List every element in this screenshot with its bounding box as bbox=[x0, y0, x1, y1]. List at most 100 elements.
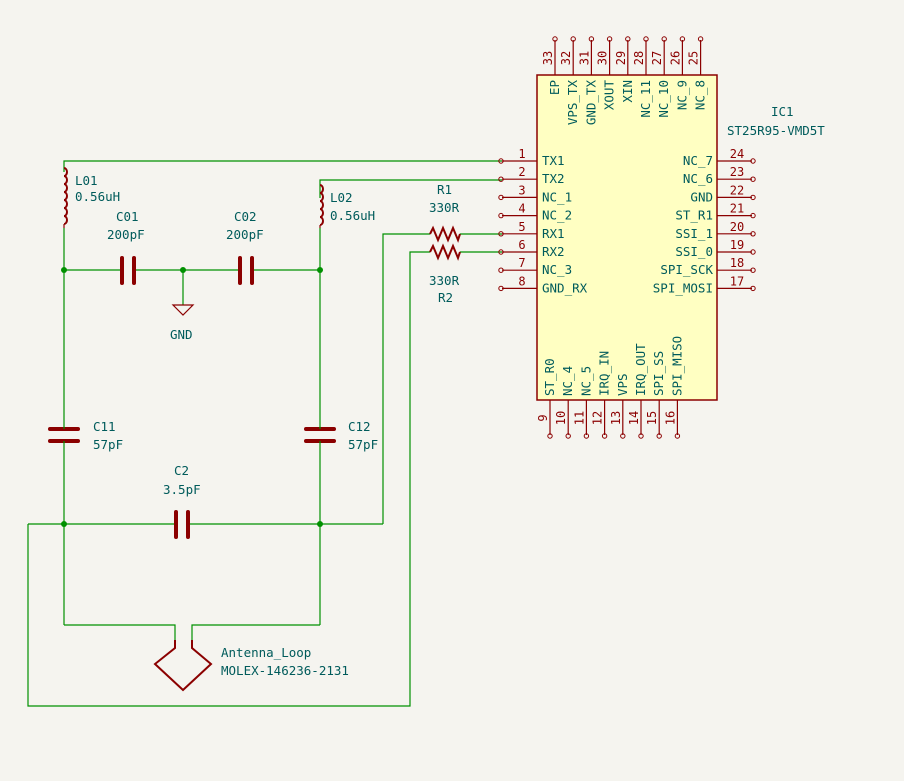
ic-pin-end-1[interactable] bbox=[498, 158, 504, 164]
ic-pin-name-13: VPS bbox=[615, 373, 630, 396]
ic-pin-name-30: XOUT bbox=[602, 80, 617, 111]
ic-pin-name-9: ST_R0 bbox=[542, 358, 557, 396]
ic-pin-end-14[interactable] bbox=[638, 433, 644, 439]
ic-pin-name-27: NC_10 bbox=[656, 80, 671, 118]
ic-pin-end-27[interactable] bbox=[661, 36, 667, 42]
ic-pin-end-25[interactable] bbox=[697, 36, 704, 42]
ic-pin-end-10[interactable] bbox=[565, 433, 571, 439]
capacitor-c2[interactable]: C2 3.5pF bbox=[163, 463, 201, 539]
ic-pin-name-11: NC_5 bbox=[578, 366, 593, 396]
ic-pin-end-3[interactable] bbox=[498, 194, 504, 201]
ic-pin-num-21: 21 bbox=[730, 202, 744, 216]
ic-pin-num-25: 25 bbox=[687, 51, 701, 65]
ic-pin-end-28[interactable] bbox=[643, 36, 649, 42]
ic-pin-num-1: 1 bbox=[518, 147, 525, 161]
ic-pin-name-22: GND bbox=[690, 189, 713, 204]
r2-value: 330R bbox=[429, 273, 460, 288]
capacitor-c11[interactable]: C11 57pF bbox=[48, 419, 123, 452]
ic-pin-end-24[interactable] bbox=[750, 158, 756, 164]
ic-pin-end-31[interactable] bbox=[588, 36, 595, 42]
antenna-loop[interactable]: Antenna_Loop MOLEX-146236-2131 bbox=[153, 640, 349, 692]
ic-pin-name-12: IRQ_IN bbox=[597, 351, 612, 396]
ic-pin-end-33[interactable] bbox=[552, 36, 558, 42]
resistor-r2[interactable]: 330R R2 bbox=[429, 243, 461, 305]
ic-pin-end-26[interactable] bbox=[679, 36, 686, 42]
ic-pin-name-8: GND_RX bbox=[542, 280, 588, 295]
ic-pin-end-16[interactable] bbox=[674, 433, 681, 439]
ic-pin-end-21[interactable] bbox=[750, 212, 756, 219]
ic-pin-num-2: 2 bbox=[518, 165, 525, 179]
c02-ref: C02 bbox=[234, 209, 257, 224]
r2-ref: R2 bbox=[438, 290, 453, 305]
ic1-value: ST25R95-VMD5T bbox=[727, 123, 825, 138]
ic-pin-num-11: 11 bbox=[572, 411, 586, 425]
ic-pin-name-15: SPI_SS bbox=[651, 351, 666, 396]
ic-pin-end-22[interactable] bbox=[750, 194, 756, 201]
ic-pin-end-23[interactable] bbox=[750, 176, 756, 182]
ic-pin-num-13: 13 bbox=[609, 411, 623, 425]
ic-pin-end-4[interactable] bbox=[498, 212, 504, 219]
ic-pin-end-11[interactable] bbox=[583, 433, 590, 439]
ic-pin-name-3: NC_1 bbox=[542, 189, 572, 204]
ic-pin-end-20[interactable] bbox=[750, 231, 756, 237]
c01-ref: C01 bbox=[116, 209, 139, 224]
ic-pin-end-6[interactable] bbox=[498, 249, 504, 255]
l02-ref: L02 bbox=[330, 190, 353, 205]
c12-value: 57pF bbox=[348, 437, 378, 452]
c02-value: 200pF bbox=[226, 227, 264, 242]
ic-pin-num-18: 18 bbox=[730, 256, 744, 270]
l01-value: 0.56uH bbox=[75, 189, 120, 204]
ic-pin-end-5[interactable] bbox=[498, 231, 504, 237]
gnd-label: GND bbox=[170, 327, 193, 342]
ic-pin-end-29[interactable] bbox=[625, 36, 631, 42]
ic-pin-num-19: 19 bbox=[730, 238, 744, 252]
c2-ref: C2 bbox=[174, 463, 189, 478]
ic-pin-name-29: XIN bbox=[620, 80, 635, 103]
inductor-l01[interactable]: L01 0.56uH bbox=[63, 167, 120, 228]
ic-pin-num-23: 23 bbox=[730, 165, 744, 179]
capacitor-c01[interactable]: C01 200pF bbox=[107, 209, 145, 285]
ic1-ref: IC1 bbox=[771, 104, 794, 119]
ic-pin-name-19: SSI_0 bbox=[675, 244, 713, 259]
capacitor-c12[interactable]: C12 57pF bbox=[304, 419, 378, 452]
capacitor-c02[interactable]: C02 200pF bbox=[226, 209, 264, 285]
ic-pin-end-19[interactable] bbox=[750, 249, 756, 255]
ic-pin-name-1: TX1 bbox=[542, 153, 565, 168]
antenna-value: MOLEX-146236-2131 bbox=[221, 663, 349, 678]
ic-pin-end-7[interactable] bbox=[498, 267, 504, 273]
ic-pin-name-20: SSI_1 bbox=[675, 226, 713, 241]
ic-pin-num-6: 6 bbox=[518, 238, 525, 252]
ic-pin-end-2[interactable] bbox=[498, 176, 504, 182]
ic-pin-num-8: 8 bbox=[518, 274, 525, 288]
ic-pin-end-17[interactable] bbox=[750, 285, 756, 292]
inductor-l02[interactable]: L02 0.56uH bbox=[319, 184, 375, 228]
ic-pin-name-2: TX2 bbox=[542, 171, 565, 186]
ic-pin-name-18: SPI_SCK bbox=[660, 262, 713, 277]
ic-pin-name-21: ST_R1 bbox=[675, 208, 713, 223]
ic-pin-num-12: 12 bbox=[591, 411, 605, 425]
wires bbox=[27, 160, 502, 707]
gnd-symbol[interactable]: GND bbox=[170, 304, 195, 342]
ic-pin-end-30[interactable] bbox=[606, 36, 613, 42]
r1-value: 330R bbox=[429, 200, 460, 215]
resistor-r1[interactable]: R1 330R bbox=[429, 182, 461, 243]
junctions bbox=[61, 267, 323, 527]
ic-pin-end-13[interactable] bbox=[620, 433, 626, 439]
ic-pin-end-15[interactable] bbox=[656, 433, 662, 439]
l02-value: 0.56uH bbox=[330, 208, 375, 223]
ic-pin-num-10: 10 bbox=[554, 411, 568, 425]
ic-pin-num-22: 22 bbox=[730, 183, 744, 197]
ic-pin-num-16: 16 bbox=[663, 411, 677, 425]
ic1-body bbox=[536, 74, 718, 401]
ic-pin-name-5: RX1 bbox=[542, 226, 565, 241]
ic-pin-end-9[interactable] bbox=[547, 433, 553, 439]
ic-pin-end-12[interactable] bbox=[601, 433, 608, 439]
ic-pin-end-32[interactable] bbox=[570, 36, 576, 42]
ic-pin-name-6: RX2 bbox=[542, 244, 565, 259]
r1-ref: R1 bbox=[437, 182, 452, 197]
ic-pin-end-8[interactable] bbox=[498, 285, 504, 292]
ic-pin-end-18[interactable] bbox=[750, 267, 756, 273]
